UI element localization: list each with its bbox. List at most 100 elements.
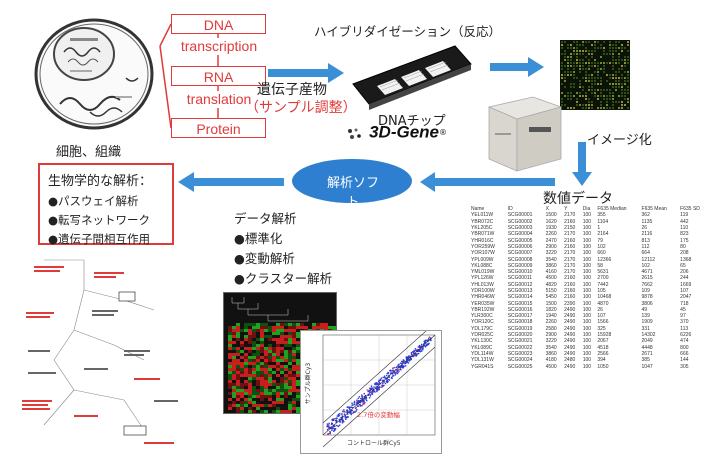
hybridization-label: ハイブリダイゼーション（反応） xyxy=(314,24,502,39)
heatmap-cell xyxy=(292,392,296,395)
scan-spot xyxy=(624,83,626,85)
heatmap-cell xyxy=(260,356,264,359)
heatmap-cell xyxy=(252,398,256,401)
table-cell: 1909 xyxy=(641,319,653,326)
heatmap-cell xyxy=(276,404,280,407)
table-cell: 102 xyxy=(597,243,606,250)
heatmap-cell xyxy=(228,335,232,338)
heatmap-cell xyxy=(280,353,284,356)
heatmap-cell xyxy=(284,344,288,347)
heatmap-cell xyxy=(236,329,240,332)
heatmap-cell xyxy=(248,365,252,368)
heatmap-cell xyxy=(288,365,292,368)
scatter-point xyxy=(382,376,384,379)
scatter-point xyxy=(341,410,344,413)
heatmap-cell xyxy=(244,395,248,398)
heatmap-cell xyxy=(256,380,260,383)
heatmap-cell xyxy=(256,329,260,332)
scan-spot xyxy=(597,74,599,76)
scan-spot xyxy=(624,59,626,61)
heatmap-cell xyxy=(232,401,236,404)
heatmap-cell xyxy=(260,404,264,407)
dna-box: DNA xyxy=(171,14,266,34)
scan-spot xyxy=(564,56,566,58)
table-cell: 100 xyxy=(582,294,592,301)
heatmap-cell xyxy=(276,374,280,377)
heatmap-cell xyxy=(236,410,240,413)
heatmap-cell xyxy=(280,377,284,380)
scan-spot xyxy=(573,41,575,43)
heatmap-cell xyxy=(244,347,248,350)
scan-spot xyxy=(564,71,566,73)
heatmap-cell xyxy=(248,329,252,332)
heatmap-cell xyxy=(260,335,264,338)
heatmap-cell xyxy=(264,332,268,335)
table-cell: 12112 xyxy=(641,256,656,263)
scatter-point xyxy=(422,347,425,349)
heatmap-cell xyxy=(240,362,244,365)
heatmap-cell xyxy=(296,392,300,395)
scatter-point xyxy=(368,391,371,393)
heatmap-cell xyxy=(256,377,260,380)
scatter-point xyxy=(386,381,389,383)
scatter-point xyxy=(349,408,351,411)
heatmap-cell xyxy=(228,344,232,347)
heatmap-cell xyxy=(236,332,240,335)
scan-spot xyxy=(612,56,614,58)
scan-spot xyxy=(579,62,581,64)
scan-spot xyxy=(597,65,599,67)
table-cell: 26 xyxy=(641,225,648,232)
heatmap-cell xyxy=(264,353,268,356)
heatmap-cell xyxy=(296,347,300,350)
scatter-point xyxy=(346,415,348,418)
heatmap-cell xyxy=(252,350,256,353)
scan-spot xyxy=(609,74,611,76)
table-cell: 113 xyxy=(680,325,689,332)
scan-spot xyxy=(567,62,569,64)
table-cell: SCG00021 xyxy=(507,338,533,345)
scatter-point xyxy=(345,418,347,421)
heatmap-cell xyxy=(264,335,268,338)
table-cell: YML019W xyxy=(471,269,495,276)
scatter-point xyxy=(427,343,429,345)
table-cell: 109 xyxy=(641,288,650,294)
heatmap-cell xyxy=(260,410,264,413)
heatmap-cell xyxy=(232,341,236,344)
scan-spot xyxy=(561,47,563,49)
scan-spot xyxy=(564,77,566,79)
heatmap-cell xyxy=(228,323,232,326)
scatter-point xyxy=(373,386,375,388)
scan-spot xyxy=(573,83,575,85)
heatmap-cell xyxy=(260,365,264,368)
scan-spot xyxy=(588,101,590,103)
scatter-point xyxy=(382,382,384,385)
heatmap-cell xyxy=(272,368,276,371)
scatter-point xyxy=(428,337,430,340)
heatmap-cell xyxy=(276,326,280,329)
table-cell: 2170 xyxy=(564,269,576,276)
table-cell: 1566 xyxy=(597,319,609,326)
scan-spot xyxy=(603,71,605,73)
table-cell: 3860 xyxy=(545,262,557,269)
heatmap-cell xyxy=(264,386,268,389)
scatter-point xyxy=(365,398,367,400)
data-analysis-item: ●変動解析 xyxy=(234,251,295,266)
scan-spot xyxy=(606,101,608,103)
scan-spot xyxy=(624,92,626,94)
heatmap-cell xyxy=(292,362,296,365)
heatmap-cell xyxy=(264,410,268,413)
scatter-point xyxy=(354,407,357,409)
scan-spot xyxy=(624,65,626,67)
scatter-point xyxy=(395,366,398,369)
table-cell: 1500 xyxy=(545,300,557,307)
heatmap-cell xyxy=(240,353,244,356)
heatmap-cell xyxy=(288,347,292,350)
heatmap-cell xyxy=(264,350,268,353)
heatmap-cell xyxy=(244,407,248,410)
heatmap-cell xyxy=(248,371,252,374)
scan-spot xyxy=(582,68,584,70)
heatmap-cell xyxy=(272,398,276,401)
